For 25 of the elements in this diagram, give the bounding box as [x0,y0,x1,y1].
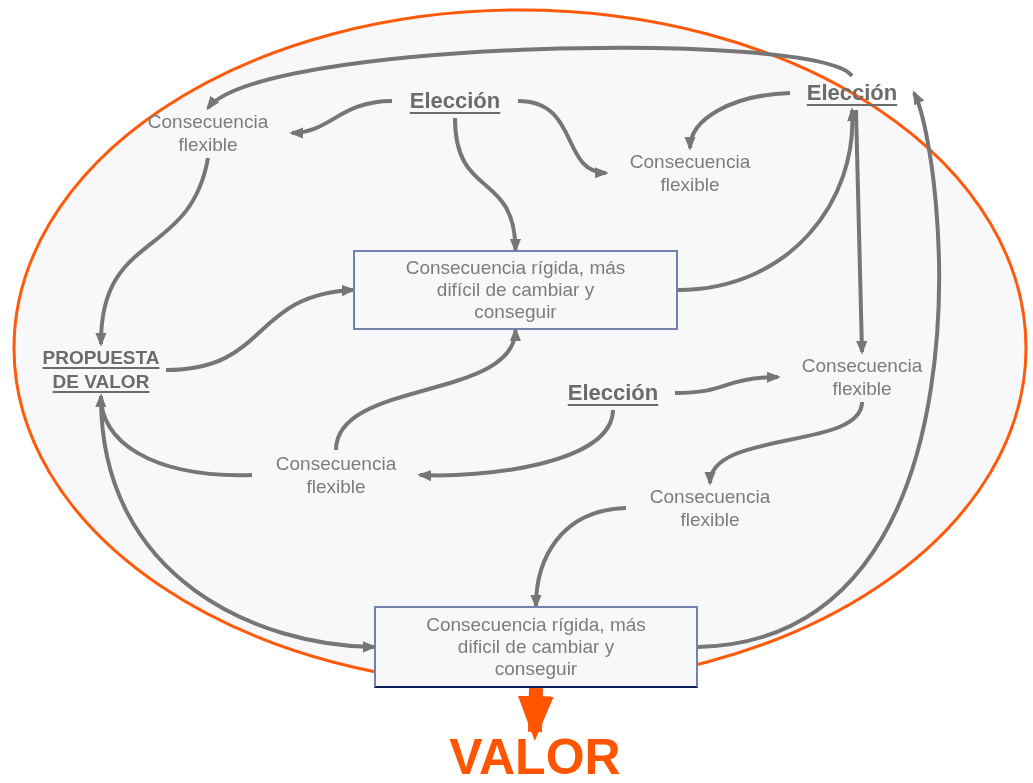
consequence-text: Consecuencia flexible [606,148,774,198]
value-heading: VALOR [420,732,650,782]
consequence-text: Consecuencia flexible [124,108,292,158]
consequence-text: Consecuencia flexible [778,352,946,402]
arrow [674,371,781,395]
arrow [417,409,615,481]
arrow [530,506,627,609]
arrow [697,90,941,649]
arrow [289,99,393,138]
consequence-text: Consecuencia flexible [252,450,420,500]
arrow [96,157,210,347]
arrow [854,109,868,355]
choice-heading: Elección [551,376,675,410]
arrow [685,91,791,151]
arrow [707,401,864,486]
arrow [453,117,521,253]
arrow [205,45,853,110]
consequence-text: Consecuencia flexible [626,483,794,533]
value-proposition-heading: PROPUESTA DE VALOR [36,344,166,396]
arrow [96,393,252,477]
process-box: Consecuencia rígida, más difícil de cambiar y conseguir [353,250,678,330]
process-box: Consecuencia rígida, más dificil de cambiar y conseguir [374,606,698,688]
choice-heading: Elección [392,84,518,118]
arrow [517,99,609,177]
arrow [517,687,554,741]
